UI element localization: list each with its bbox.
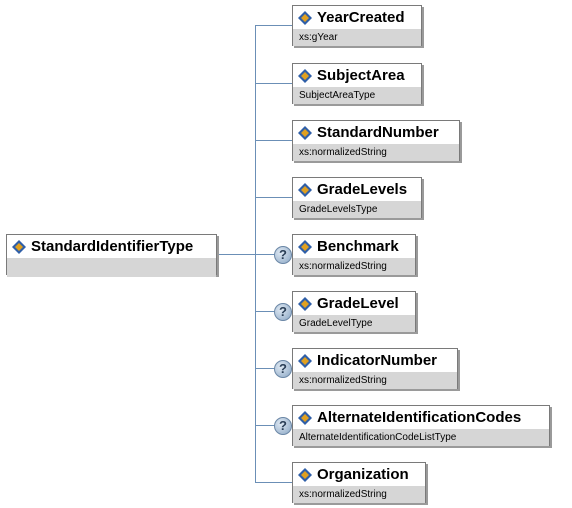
element-node[interactable]: YearCreated xs:gYear: [292, 5, 422, 46]
element-type: GradeLevelsType: [293, 201, 421, 218]
element-icon: [12, 239, 26, 254]
element-node[interactable]: Organization xs:normalizedString: [292, 462, 426, 503]
root-node[interactable]: StandardIdentifierType: [6, 234, 217, 277]
element-name: SubjectArea: [317, 67, 405, 84]
element-name: GradeLevel: [317, 295, 399, 312]
element-name: AlternateIdentificationCodes: [317, 409, 522, 426]
element-name: Organization: [317, 466, 409, 483]
optional-marker-icon: ?: [274, 245, 292, 264]
element-icon: [298, 467, 312, 482]
element-name: StandardNumber: [317, 124, 439, 141]
root-node-label: StandardIdentifierType: [31, 238, 194, 255]
optional-marker-icon: ?: [274, 359, 292, 378]
element-node[interactable]: IndicatorNumber xs:normalizedString: [292, 348, 458, 389]
element-icon: [298, 182, 312, 197]
element-type: GradeLevelType: [293, 315, 415, 332]
element-type: xs:normalizedString: [293, 144, 459, 161]
optional-marker-icon: ?: [274, 416, 292, 435]
element-icon: [298, 410, 312, 425]
element-type: AlternateIdentificationCodeListType: [293, 429, 549, 446]
element-icon: [298, 68, 312, 83]
element-type: xs:normalizedString: [293, 486, 425, 503]
element-icon: [298, 125, 312, 140]
element-node[interactable]: StandardNumber xs:normalizedString: [292, 120, 460, 161]
element-name: Benchmark: [317, 238, 399, 255]
element-icon: [298, 296, 312, 311]
element-type: SubjectAreaType: [293, 87, 421, 104]
element-name: GradeLevels: [317, 181, 408, 198]
element-name: YearCreated: [317, 9, 405, 26]
element-node[interactable]: Benchmark xs:normalizedString: [292, 234, 416, 275]
element-icon: [298, 353, 312, 368]
optional-marker-icon: ?: [274, 302, 292, 321]
element-name: IndicatorNumber: [317, 352, 438, 369]
element-icon: [298, 10, 312, 25]
element-icon: [298, 239, 312, 254]
element-type: xs:normalizedString: [293, 372, 457, 389]
element-type: xs:gYear: [293, 29, 421, 46]
element-type: xs:normalizedString: [293, 258, 415, 275]
root-node-type-band: [7, 258, 216, 277]
